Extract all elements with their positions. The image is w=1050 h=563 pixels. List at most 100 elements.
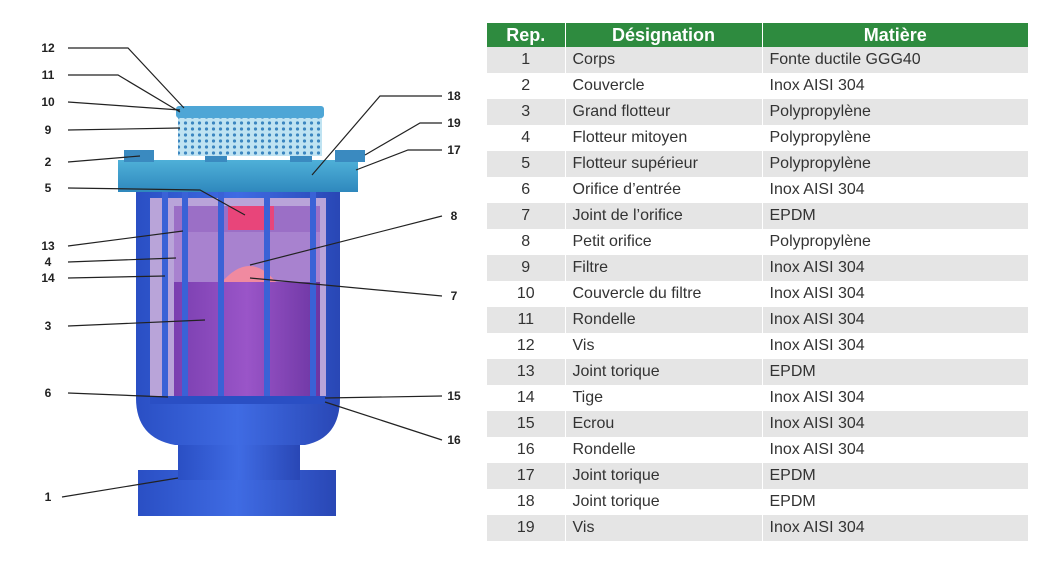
cell-matiere: Inox AISI 304 <box>762 333 1028 359</box>
cell-matiere: EPDM <box>762 489 1028 515</box>
cell-matiere: EPDM <box>762 463 1028 489</box>
cell-rep: 9 <box>487 255 566 281</box>
cell-designation: Vis <box>565 515 763 541</box>
cell-matiere: Inox AISI 304 <box>762 255 1028 281</box>
cell-designation: Vis <box>565 333 763 359</box>
tie-rods <box>150 172 326 404</box>
cell-rep: 10 <box>487 281 566 307</box>
cell-designation: Tige <box>565 385 763 411</box>
cell-rep: 3 <box>487 99 566 125</box>
callout-12: 12 <box>41 41 55 55</box>
callout-18: 18 <box>447 89 461 103</box>
cell-rep: 19 <box>487 515 566 541</box>
cell-designation: Corps <box>565 47 763 73</box>
callout-9: 9 <box>45 123 52 137</box>
callout-14: 14 <box>41 271 55 285</box>
cell-matiere: EPDM <box>762 203 1028 229</box>
callout-4: 4 <box>45 255 52 269</box>
header-designation: Désignation <box>565 23 763 47</box>
cell-matiere: Inox AISI 304 <box>762 73 1028 99</box>
cell-designation: Joint torique <box>565 463 763 489</box>
cell-matiere: Polypropylène <box>762 229 1028 255</box>
callout-7: 7 <box>451 289 458 303</box>
callout-labels: 12 11 10 9 2 5 13 4 14 3 6 1 18 19 17 8 … <box>41 41 461 504</box>
callout-19: 19 <box>447 116 461 130</box>
callout-13: 13 <box>41 239 55 253</box>
filter <box>176 106 324 156</box>
cell-designation: Orifice d’entrée <box>565 177 763 203</box>
cell-rep: 11 <box>487 307 566 333</box>
cell-matiere: Polypropylène <box>762 151 1028 177</box>
cell-rep: 8 <box>487 229 566 255</box>
callout-15: 15 <box>447 389 461 403</box>
cell-rep: 7 <box>487 203 566 229</box>
cell-designation: Rondelle <box>565 437 763 463</box>
table-header-row: Rep. Désignation Matière <box>487 23 1028 47</box>
callout-3: 3 <box>45 319 52 333</box>
cell-designation: Ecrou <box>565 411 763 437</box>
cell-rep: 2 <box>487 73 566 99</box>
cell-matiere: Polypropylène <box>762 99 1028 125</box>
cell-designation: Flotteur mitoyen <box>565 125 763 151</box>
cell-designation: Couvercle du filtre <box>565 281 763 307</box>
cell-matiere: Inox AISI 304 <box>762 307 1028 333</box>
cell-rep: 5 <box>487 151 566 177</box>
cell-matiere: Inox AISI 304 <box>762 515 1028 541</box>
callout-17: 17 <box>447 143 461 157</box>
cell-matiere: Fonte ductile GGG40 <box>762 47 1028 73</box>
leader-lines <box>61 47 443 498</box>
cell-rep: 13 <box>487 359 566 385</box>
callout-2: 2 <box>45 155 52 169</box>
callout-11: 11 <box>42 68 55 82</box>
callout-6: 6 <box>45 386 52 400</box>
floats <box>174 206 320 398</box>
cell-matiere: Inox AISI 304 <box>762 281 1028 307</box>
cell-rep: 14 <box>487 385 566 411</box>
cell-matiere: Inox AISI 304 <box>762 385 1028 411</box>
header-matiere: Matière <box>762 23 1028 47</box>
cell-rep: 12 <box>487 333 566 359</box>
callout-10: 10 <box>41 95 55 109</box>
callout-1: 1 <box>45 490 52 504</box>
cell-designation: Flotteur supérieur <box>565 151 763 177</box>
cell-rep: 1 <box>487 47 566 73</box>
cell-rep: 6 <box>487 177 566 203</box>
cell-designation: Grand flotteur <box>565 99 763 125</box>
cell-rep: 17 <box>487 463 566 489</box>
cell-designation: Couvercle <box>565 73 763 99</box>
cell-rep: 16 <box>487 437 566 463</box>
cell-designation: Rondelle <box>565 307 763 333</box>
cell-matiere: EPDM <box>762 359 1028 385</box>
cell-designation: Joint torique <box>565 489 763 515</box>
callout-5: 5 <box>45 181 52 195</box>
cell-designation: Filtre <box>565 255 763 281</box>
cell-designation: Joint de l’orifice <box>565 203 763 229</box>
valve-cutaway-diagram: 12 11 10 9 2 5 13 4 14 3 6 1 18 19 17 8 … <box>41 41 461 516</box>
callout-8: 8 <box>451 209 458 223</box>
cell-matiere: Inox AISI 304 <box>762 411 1028 437</box>
cell-matiere: Polypropylène <box>762 125 1028 151</box>
cell-matiere: Inox AISI 304 <box>762 177 1028 203</box>
callout-16: 16 <box>447 433 461 447</box>
cell-rep: 15 <box>487 411 566 437</box>
header-rep: Rep. <box>487 23 566 47</box>
cell-rep: 18 <box>487 489 566 515</box>
